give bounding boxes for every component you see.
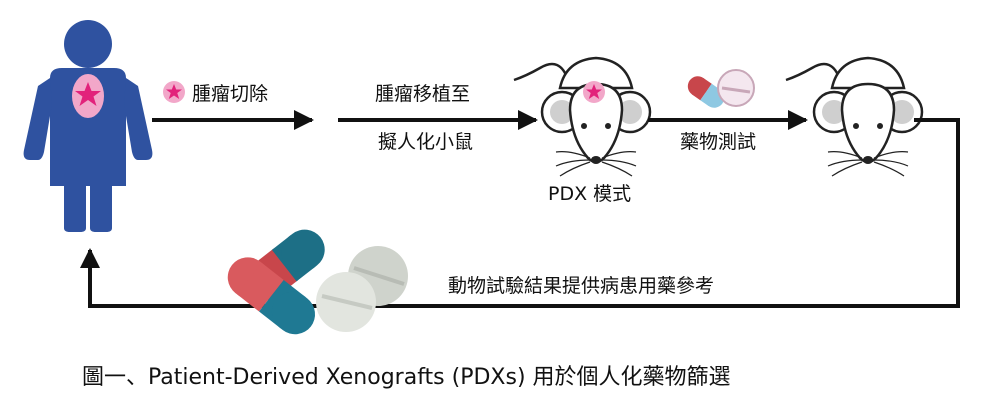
arrow-feedback xyxy=(80,118,960,308)
treated-mouse-icon xyxy=(785,56,924,177)
large-tablet-front-icon xyxy=(316,272,376,332)
small-tumor-icon xyxy=(163,81,185,103)
tumor-star-icon xyxy=(75,82,101,106)
figure-caption: 圖一、Patient-Derived Xenografts (PDXs) 用於個… xyxy=(82,365,731,390)
label-tumor-resection: 腫瘤切除 xyxy=(192,83,268,105)
label-drug-test: 藥物測試 xyxy=(680,131,756,153)
label-transplant-line1: 腫瘤移植至 xyxy=(375,83,470,105)
patient-figure-icon xyxy=(23,20,153,232)
small-tablet-icon xyxy=(717,69,755,107)
pdx-mouse-icon xyxy=(513,56,652,177)
label-pdx-model: PDX 模式 xyxy=(548,183,631,205)
label-transplant-line2: 擬人化小鼠 xyxy=(378,131,473,153)
label-results-feedback: 動物試驗結果提供病患用藥參考 xyxy=(448,275,714,297)
large-capsule-bottom-icon xyxy=(227,257,316,335)
